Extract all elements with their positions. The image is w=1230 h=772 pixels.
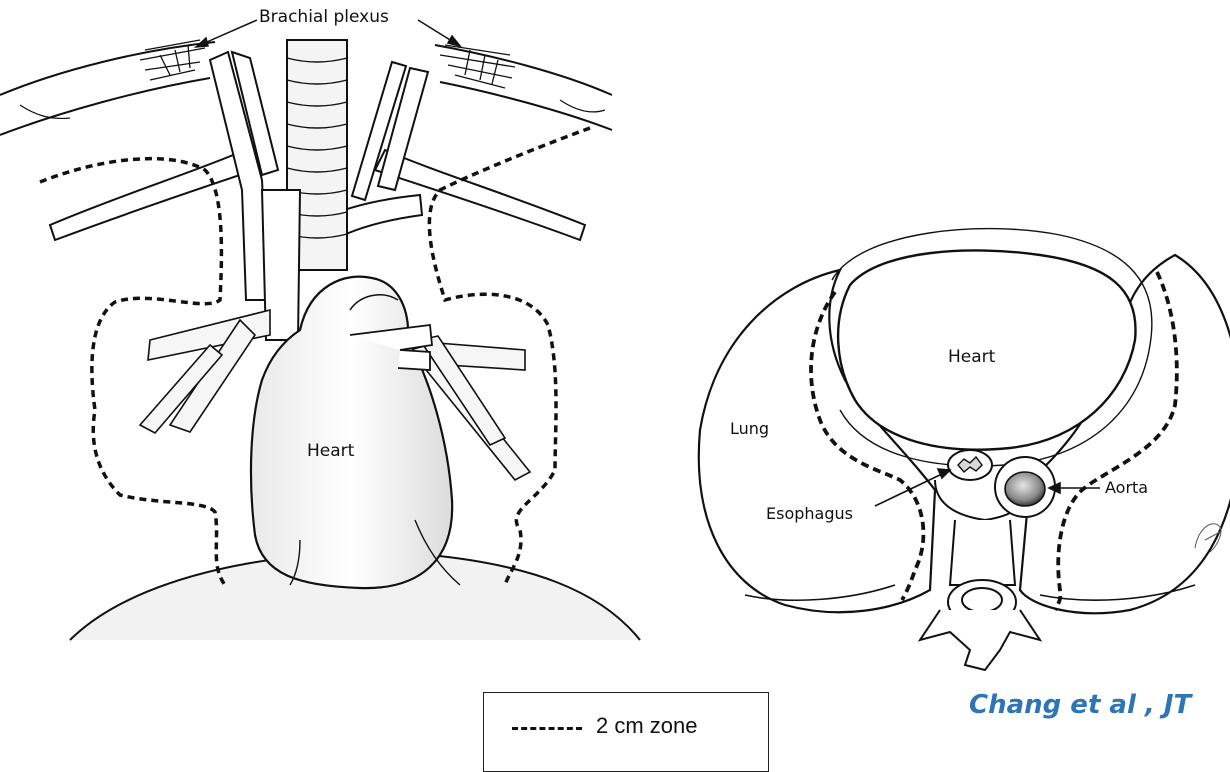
legend-label: 2 cm zone (596, 713, 698, 739)
coronal-view: Brachial plexus (0, 7, 640, 640)
coronal-heart-label: Heart (307, 441, 355, 461)
axial-heart-label: Heart (948, 347, 996, 367)
lung-label: Lung (730, 419, 769, 438)
aorta-label: Aorta (1105, 478, 1148, 497)
brachial-plexus-right (440, 45, 515, 88)
bronchi-left (140, 310, 270, 433)
brachial-plexus-left (140, 40, 205, 80)
brachial-plexus-label: Brachial plexus (259, 7, 389, 27)
esophagus-label: Esophagus (766, 504, 853, 523)
axial-view: Heart Lung Esophagus Aorta (699, 229, 1230, 670)
esophagus (948, 450, 992, 480)
legend-dashed-line (512, 727, 582, 730)
legend: 2 cm zone (483, 692, 769, 772)
citation: Chang et al , JT (969, 690, 1191, 720)
aorta (995, 457, 1055, 517)
